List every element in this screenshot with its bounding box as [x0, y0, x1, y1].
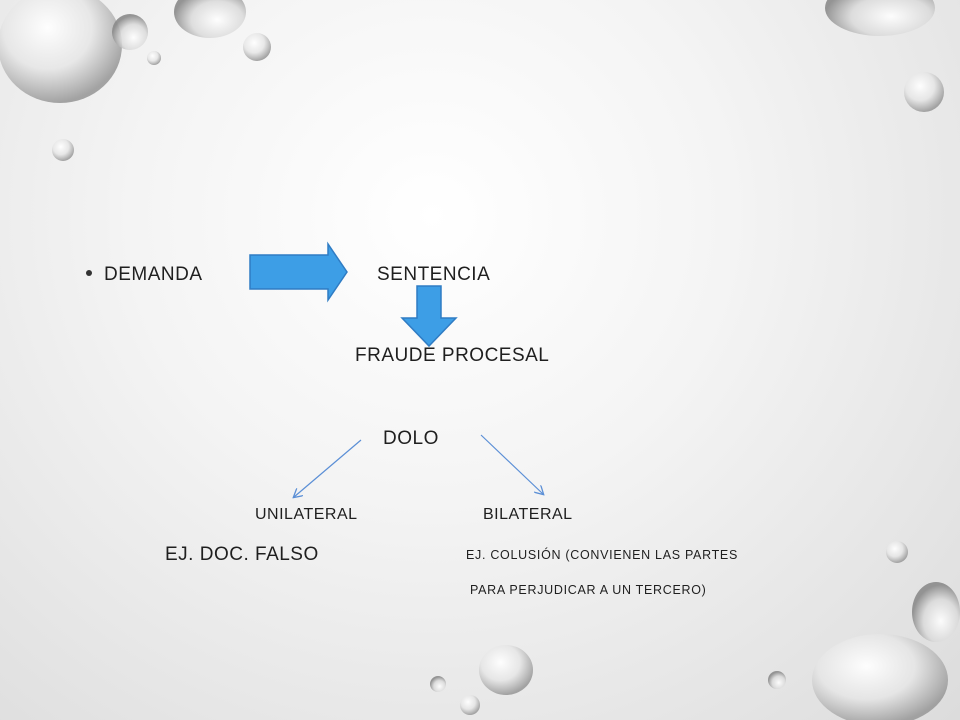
down-arrow [400, 285, 458, 348]
droplet [825, 0, 935, 36]
droplet [768, 671, 786, 689]
droplet [0, 0, 122, 103]
droplet [812, 634, 948, 720]
right-arrow [249, 241, 348, 303]
branch-line-bilateral [480, 434, 543, 494]
droplet [904, 72, 944, 112]
droplet [52, 139, 74, 161]
droplet [243, 33, 271, 61]
droplet [886, 541, 908, 563]
unilateral-label: UNILATERAL [255, 506, 358, 523]
fraude-procesal-label: FRAUDE PROCESAL [355, 345, 550, 366]
branch-line-unilateral [294, 439, 362, 497]
example-bilateral-line1: EJ. COLUSIÓN (CONVIENEN LAS PARTES [466, 548, 739, 562]
bilateral-label: BILATERAL [483, 506, 573, 523]
droplet [430, 676, 446, 692]
example-unilateral: EJ. DOC. FALSO [165, 544, 319, 565]
droplet [912, 582, 960, 642]
example-bilateral-line2: PARA PERJUDICAR A UN TERCERO) [470, 583, 707, 597]
sentencia-label: SENTENCIA [377, 264, 491, 285]
bullet-point [86, 270, 92, 276]
dolo-label: DOLO [383, 428, 439, 449]
droplet [460, 695, 480, 715]
droplet [479, 645, 533, 695]
droplet [174, 0, 246, 38]
droplet [112, 14, 148, 50]
droplet [147, 51, 161, 65]
demanda-label: DEMANDA [104, 264, 203, 285]
